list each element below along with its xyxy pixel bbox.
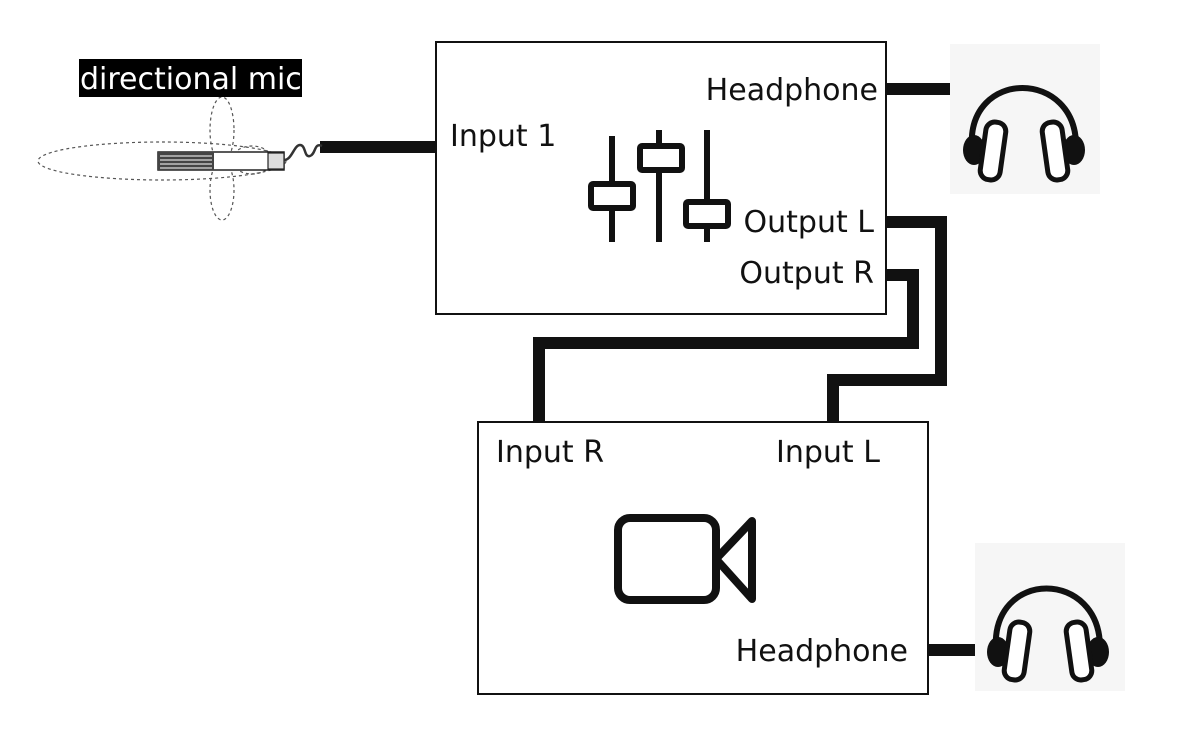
- mixer-output-r-label: Output R: [739, 256, 874, 291]
- camera-input-l-label: Input L: [776, 435, 880, 470]
- camera-input-r-label: Input R: [496, 435, 604, 470]
- output-r-to-input-r-cable: [533, 269, 919, 422]
- mic-label-text: directional mic: [80, 62, 302, 97]
- mixer-headphone-label: Headphone: [706, 73, 878, 108]
- camera-box: Input R Input L Headphone: [477, 421, 929, 695]
- mixer-sliders-icon: [588, 130, 731, 242]
- shotgun-microphone-icon: [37, 96, 323, 221]
- camera-headphone-label: Headphone: [736, 634, 908, 669]
- mixer-box: Input 1 Headphone Output L Output R: [435, 41, 887, 315]
- mixer-headphones-icon: [950, 44, 1100, 194]
- output-l-to-input-l-cable: [827, 216, 947, 422]
- mixer-output-l-label: Output L: [744, 205, 875, 240]
- mixer-input-1-label: Input 1: [450, 119, 556, 154]
- video-camera-icon: [614, 514, 756, 604]
- camera-headphones-icon: [975, 543, 1125, 691]
- mic-label: directional mic: [79, 59, 302, 97]
